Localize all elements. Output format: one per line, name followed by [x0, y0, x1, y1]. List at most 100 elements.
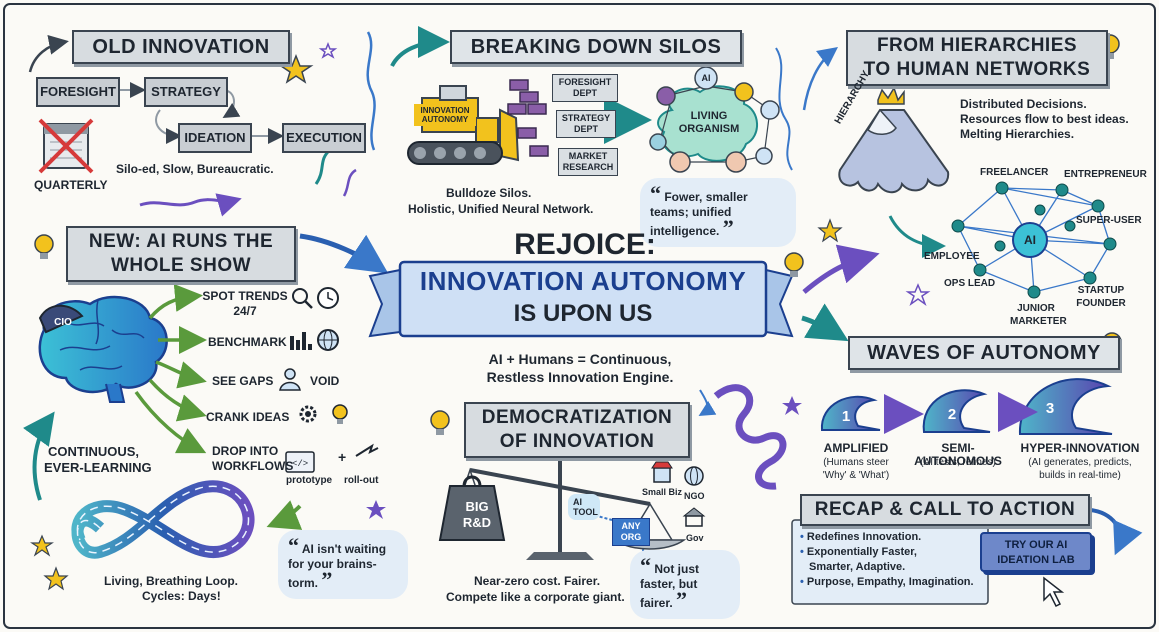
button-label-2: IDEATION LAB	[997, 554, 1075, 566]
lightbulb-icon	[784, 252, 804, 277]
ai-item-drop-into-workflows: DROP INTO WORKFLOWS	[212, 444, 294, 473]
loop-label-2: EVER-LEARNING	[44, 460, 152, 475]
wave-2-desc-1: (AI tests, refines)	[920, 457, 996, 468]
hierarchies-title: FROM HIERARCHIES TO HUMAN NETWORKS	[846, 30, 1108, 86]
role-startup-founder: STARTUP FOUNDER	[1076, 285, 1126, 309]
ai-show-quote-text: AI isn't waiting for your brains-torm.	[288, 542, 387, 590]
role-employee: EMPLOYEE	[924, 251, 980, 262]
calendar-icon	[38, 118, 94, 174]
snake-doodle	[713, 384, 787, 490]
squiggle	[314, 148, 332, 185]
entity-small-biz: Small Biz	[642, 487, 683, 497]
government-icon	[682, 507, 706, 527]
breaking-silos-title: BREAKING DOWN SILOS	[450, 30, 742, 64]
democratization-caption-1: Near-zero cost. Fairer.	[474, 574, 601, 588]
democratization-caption-2: Compete like a corporate giant.	[446, 590, 625, 604]
hierarchy-mountain-icon	[838, 86, 950, 194]
title-arrow	[28, 34, 69, 73]
wave-3-icon	[1018, 378, 1113, 435]
human-network	[951, 181, 1117, 299]
squiggle	[366, 31, 376, 151]
role-freelancer: FREELANCER	[980, 167, 1049, 178]
loop-caption-1: Living, Breathing Loop.	[104, 574, 238, 588]
ribbon-line-1: INNOVATION AUTONOMY	[419, 266, 747, 296]
quote-mark-close: ”	[321, 567, 333, 592]
role-junior-marketer: JUNIOR MARKETER	[1010, 303, 1067, 327]
step-ideation: IDEATION	[178, 123, 252, 153]
center-ribbon	[398, 260, 768, 338]
hierarchies-note-1: Distributed Decisions.	[960, 97, 1087, 111]
ai-show-title-line-1: NEW: AI RUNS THE	[88, 231, 274, 252]
hierarchies-note-2: Resources flow to best ideas.	[960, 112, 1129, 126]
silos-quote-text: Fower, smaller teams; unified intelligen…	[650, 190, 748, 238]
rollout-arrow-icon	[355, 443, 379, 457]
wave-1-desc-1: (Humans steer	[823, 457, 889, 468]
svg-text:</>: </>	[292, 459, 308, 469]
recap-bullet: • Purpose, Empathy, Imagination.	[800, 576, 974, 588]
flow-arrow	[266, 500, 303, 530]
gear-icon	[299, 405, 317, 423]
squiggle	[342, 168, 357, 197]
recap-bullet: • Exponentially Faster,	[800, 546, 917, 558]
ai-tool-badge: AI TOOL	[568, 494, 600, 520]
code-window-icon: </>	[285, 451, 315, 473]
cursor-icon	[1043, 576, 1065, 608]
plus-sign: +	[338, 449, 347, 465]
star-icon	[278, 53, 314, 84]
old-innovation-caption: Silo-ed, Slow, Bureaucratic.	[116, 162, 274, 176]
dept-market-research: MARKET RESEARCH	[558, 148, 618, 176]
organism-ai-node: AI	[701, 73, 711, 83]
ai-show-title-line-2: WHOLE SHOW	[110, 255, 252, 276]
any-org-badge: ANY ORG	[612, 518, 650, 546]
democratization-quote-text: Not just faster, but fairer.	[640, 562, 700, 610]
crown-icon	[877, 86, 905, 105]
button-label-1: TRY OUR AI	[1004, 539, 1068, 551]
dept-strategy: STRATEGY DEPT	[556, 110, 616, 138]
quote-mark-close: ”	[722, 215, 734, 240]
shop-icon	[651, 461, 673, 483]
ai-item-see-gaps: SEE GAPS	[212, 374, 274, 388]
star-icon	[817, 218, 843, 243]
democratization-quote: “ Not just faster, but fairer. ”	[630, 550, 740, 619]
silos-caption-2: Holistic, Unified Neural Network.	[408, 202, 594, 216]
democratization-title-line-2: OF INNOVATION	[499, 431, 655, 452]
wave-3-name: HYPER-INNOVATION	[1020, 441, 1140, 455]
squiggle	[775, 47, 793, 171]
entity-gov: Gov	[686, 533, 704, 543]
clock-icon	[317, 287, 339, 309]
wave-2-name: SEMI-AUTONOMOUS	[914, 441, 1002, 468]
ai-brain-icon	[38, 295, 168, 403]
ai-item-crank-ideas: CRANK IDEAS	[206, 410, 290, 424]
step-execution: EXECUTION	[282, 123, 366, 153]
magnifier-icon	[292, 288, 313, 309]
title-arrow	[802, 46, 838, 111]
entity-ngo: NGO	[684, 491, 705, 501]
lightbulb-icon	[332, 404, 348, 424]
person-icon	[279, 368, 301, 391]
star-icon	[905, 283, 931, 307]
prototype-label: prototype	[286, 475, 333, 486]
rollout-label: roll-out	[344, 475, 379, 486]
silos-caption-1: Bulldoze Silos.	[446, 186, 532, 200]
ideation-lab-button[interactable]: TRY OUR AI IDEATION LAB	[980, 532, 1092, 572]
step-strategy: STRATEGY	[144, 77, 228, 107]
flow-arrow	[155, 109, 182, 144]
weight-label-1: BIG	[465, 499, 489, 514]
silos-quote: “ Fower, smaller teams; unified intellig…	[640, 178, 796, 247]
wave-1-number: 1	[841, 408, 851, 425]
loop-arrow	[22, 411, 55, 501]
wave-3-desc-1: (AI generates, predicts,	[1028, 457, 1132, 468]
dept-foresight: FORESIGHT DEPT	[552, 74, 618, 102]
star-icon	[366, 500, 386, 519]
ai-show-title: NEW: AI RUNS THE WHOLE SHOW	[66, 226, 296, 282]
quote-mark-close: ”	[676, 587, 688, 612]
recap-bullets: • Redefines Innovation. • Exponentially …	[800, 530, 974, 590]
wave-1-icon	[820, 395, 881, 431]
ai-item-benchmark: BENCHMARK	[208, 335, 287, 349]
quote-mark-open: “	[650, 181, 661, 206]
center-sub-1: AI + Humans = Continuous,	[488, 351, 672, 367]
squiggle-arrow	[139, 193, 242, 217]
wave-2-icon	[922, 389, 991, 433]
flow-arrow	[1089, 508, 1143, 556]
